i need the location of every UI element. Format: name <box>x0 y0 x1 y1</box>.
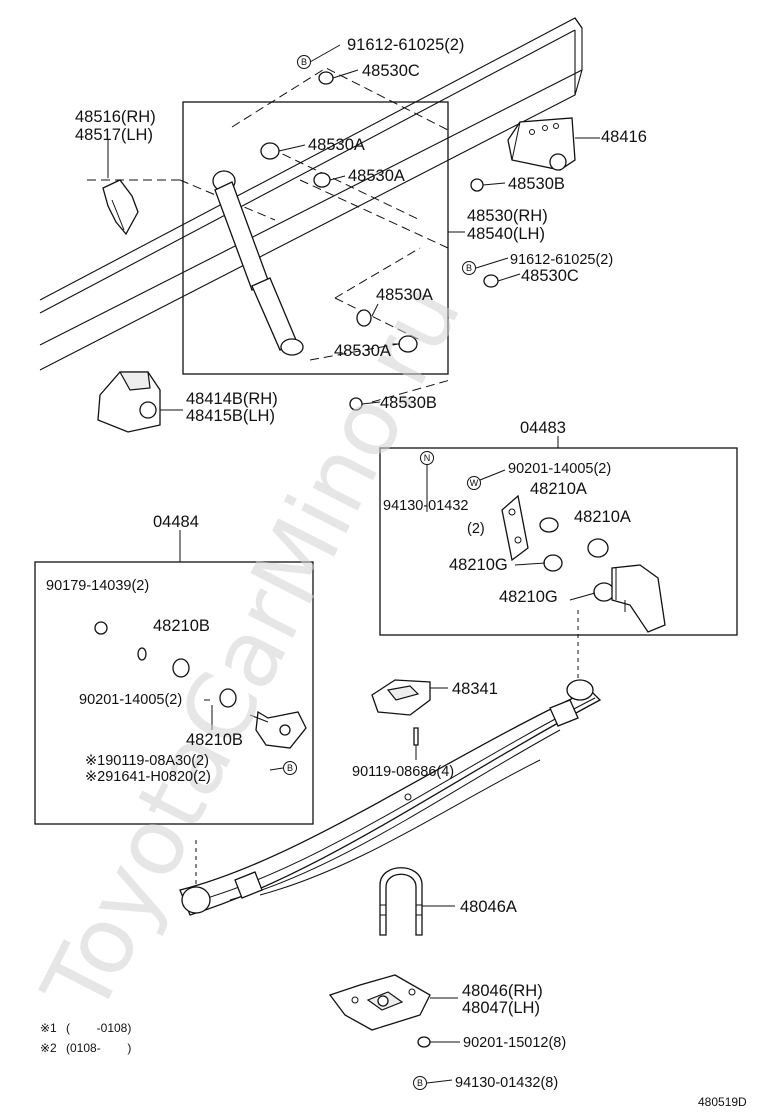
bolt-90119-icon <box>413 727 419 746</box>
label-48530a: 48530A <box>376 286 433 304</box>
leaf-spring <box>179 679 602 916</box>
label-48516: 48516(RH) <box>75 108 156 126</box>
bracket-48516-icon <box>102 179 139 236</box>
nut-90201-icon <box>417 1036 431 1048</box>
label-48530a: 48530A <box>308 136 365 154</box>
washer-icon <box>137 647 147 661</box>
front-bushing-kit <box>379 436 738 636</box>
bushing-48530a-icon <box>356 309 372 327</box>
frame-rail <box>39 17 583 371</box>
diagram-code: 480519D <box>698 1095 747 1109</box>
note-text: (0108- ) <box>66 1041 131 1055</box>
label-48414b: 48414B(RH) <box>186 390 278 408</box>
note-mark: ※2 <box>40 1041 57 1055</box>
bracket-48416-icon <box>507 117 576 171</box>
label-90119-08686: 90119-08686(4) <box>352 764 454 780</box>
label-90201-15012: 90201-15012(8) <box>463 1035 566 1051</box>
label-kit-04484: 04484 <box>153 513 199 531</box>
label-48416: 48416 <box>601 128 647 146</box>
label-48415b: 48415B(LH) <box>186 407 275 425</box>
svg-text:B: B <box>417 1078 423 1088</box>
bushing-48210b-icon <box>219 688 237 708</box>
label-48530c-mid: 48530C <box>521 267 579 285</box>
svg-text:B: B <box>466 263 472 273</box>
shock-hardware-kit <box>34 530 314 825</box>
label-48530a: 48530A <box>348 167 405 185</box>
nut-90179-icon <box>94 621 108 635</box>
label-91612-top: 91612-61025(2) <box>347 36 464 54</box>
label-48210a: 48210A <box>574 508 631 526</box>
watermark: ToyotaCarMino.ru <box>22 267 482 1031</box>
label-48530b: 48530B <box>380 394 437 412</box>
spring-seat-icon <box>328 974 431 1031</box>
label-48517: 48517(LH) <box>75 126 153 144</box>
label-94130-a-qty: (2) <box>467 521 485 537</box>
label-48046: 48046(RH) <box>462 982 543 1000</box>
label-48210g: 48210G <box>499 588 558 606</box>
label-90179: 90179-14039(2) <box>46 578 149 594</box>
shock-absorber-group <box>87 67 451 403</box>
svg-text:B: B <box>301 57 307 67</box>
svg-text:W: W <box>470 478 479 488</box>
label-91612-mid: 91612-61025(2) <box>510 252 613 268</box>
label-48210g: 48210G <box>449 556 508 574</box>
label-48540lh: 48540(LH) <box>467 225 545 243</box>
label-91641: ※291641-H0820(2) <box>85 769 211 785</box>
b-marker-icon: B <box>283 761 297 775</box>
label-48210b: 48210B <box>153 617 210 635</box>
nut-48530c-icon <box>318 71 334 85</box>
u-bolt-48046a-icon <box>379 867 423 936</box>
label-94130-b: 94130-01432(8) <box>455 1075 558 1091</box>
label-48210a: 48210A <box>530 480 587 498</box>
label-48530c-top: 48530C <box>362 62 420 80</box>
svg-text:B: B <box>287 763 293 773</box>
label-90119-08a30: ※190119-08A30(2) <box>85 753 209 769</box>
label-48046a: 48046A <box>460 898 517 916</box>
nut-48530c-icon <box>483 274 499 288</box>
svg-text:N: N <box>424 453 431 463</box>
bracket-48414b-icon <box>97 371 161 433</box>
bushing-48530a-icon <box>260 142 280 160</box>
label-94130-a: 94130-01432 <box>383 498 468 514</box>
note-mark: ※1 <box>40 1021 57 1035</box>
bushing-48530a-icon <box>313 172 331 188</box>
b-marker-icon: B <box>413 1076 427 1090</box>
nut-48530b-icon <box>470 178 484 192</box>
label-48530rh: 48530(RH) <box>467 207 548 225</box>
label-48530a: 48530A <box>334 342 391 360</box>
note-text: ( -0108) <box>66 1021 131 1035</box>
shock-absorber <box>212 170 304 356</box>
label-48530b: 48530B <box>508 175 565 193</box>
label-48341: 48341 <box>452 680 498 698</box>
label-48047: 48047(LH) <box>462 999 540 1017</box>
b-marker-icon: B <box>297 55 311 69</box>
label-90201-a: 90201-14005(2) <box>508 461 611 477</box>
w-marker-icon: W <box>467 476 481 490</box>
label-kit-04483: 04483 <box>520 419 566 437</box>
b-marker-icon: B <box>462 261 476 275</box>
label-90201-b: 90201-14005(2) <box>79 692 182 708</box>
bumper-48341-icon <box>371 679 431 716</box>
label-48210b: 48210B <box>186 731 243 749</box>
bushing-48210b-icon <box>172 658 190 678</box>
n-marker-icon: N <box>420 451 434 465</box>
